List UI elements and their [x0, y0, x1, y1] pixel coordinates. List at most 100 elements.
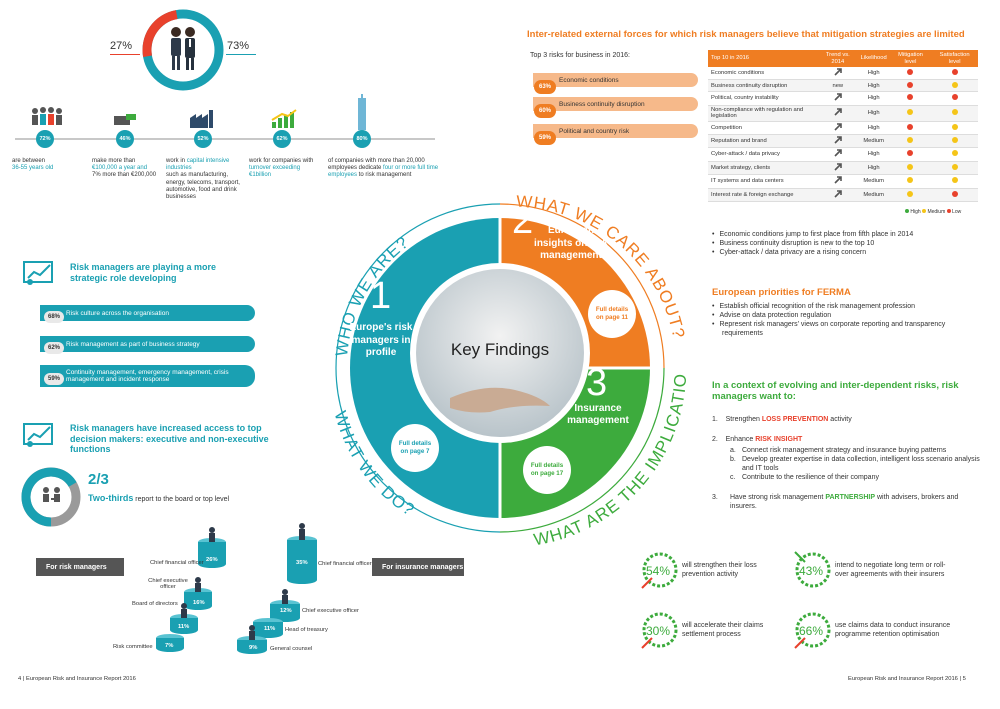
trend-cell [818, 134, 858, 149]
two-thirds-text: Two-thirds report to the board or top le… [88, 493, 230, 503]
status-dot-icon [907, 163, 914, 170]
stat-text-2: intend to negotiate long term or roll-ov… [835, 562, 946, 578]
satisfaction-cell [931, 147, 978, 162]
th-trend: Trend vs. 2014 [818, 50, 858, 67]
demo-dot-2: 46% [116, 130, 134, 148]
top3-pct-2: 60% [534, 104, 556, 118]
footer-left: 4 | European Risk and Insurance Report 2… [18, 676, 136, 682]
legend-medium: Medium [927, 209, 946, 215]
rm-label-board: Board of directors [132, 601, 178, 607]
access-title: Risk managers have increased access to t… [70, 423, 269, 454]
details-bubble-17[interactable]: Full details on page 17 [523, 446, 571, 494]
trend-cell: new [818, 79, 858, 93]
stat-pct-1: 54% [646, 564, 671, 578]
status-dot-icon [951, 81, 958, 88]
crowd-icon [30, 106, 64, 128]
legend-high: High [910, 209, 921, 215]
demo-dot-1: 72% [36, 130, 54, 148]
female-pct: 27% [110, 40, 133, 52]
trend-arrow-icon [834, 163, 842, 173]
trend-arrow-icon [834, 68, 842, 78]
stat-4: 66% use claims data to conduct insurance… [793, 610, 983, 650]
im-pct-ceo: 12% [280, 608, 292, 614]
trend-cell [818, 91, 858, 106]
stat-pct-2: 43% [799, 564, 824, 578]
want-1: 1. Strengthen LOSS PREVENTION activity [712, 416, 852, 423]
trend-cell [818, 188, 858, 203]
strategic-title: Risk managers are playing a more strateg… [70, 262, 217, 283]
status-dot-icon [951, 150, 958, 157]
trend-cell [818, 161, 858, 176]
mitigation-cell [889, 161, 932, 176]
mitigation-cell [889, 79, 932, 93]
ferma-bullet: Represent risk managers' views on corpor… [712, 320, 977, 338]
strategic-bar-3: Continuity management, emergency managem… [40, 365, 255, 387]
satisfaction-cell [931, 79, 978, 93]
top3-bar-3: Political and country risk [533, 124, 698, 138]
top3-bar-2: Business continuity disruption [533, 97, 698, 111]
satisfaction-cell [931, 161, 978, 176]
status-dot-icon [951, 190, 958, 197]
trend-cell [818, 67, 858, 81]
trend-arrow-icon [834, 122, 842, 133]
top3-pct-3: 59% [534, 131, 556, 145]
risk-name-cell: Cyber-attack / data privacy [708, 147, 818, 162]
org-chart-icon [43, 487, 60, 502]
risk-name-cell: Reputation and brand [708, 134, 818, 149]
female-line [110, 54, 140, 55]
mitigation-cell [889, 91, 932, 106]
rm-pct-committee: 7% [165, 643, 174, 649]
details-text-11: Full details on page 11 [595, 306, 629, 321]
context-title: In a context of evolving and inter-depen… [712, 380, 959, 402]
im-pct-treasury: 11% [264, 626, 276, 632]
trend-arrow-icon [834, 136, 842, 146]
strategic-pct-1: 68% [44, 311, 64, 323]
trend-cell [818, 105, 858, 122]
ferma-bullet: Advise on data protection regulation [712, 311, 977, 320]
stat-text-3: will accelerate their claims settlement … [682, 622, 764, 638]
stat-ring-66 [794, 612, 831, 649]
rm-pct-cfo: 26% [206, 557, 218, 563]
im-label-treasury: Head of treasury [285, 627, 328, 633]
pedestal-chart [156, 523, 317, 654]
growth-chart-icon [270, 108, 298, 130]
mitigation-cell [889, 121, 932, 136]
rm-pedestals [156, 538, 226, 652]
for-insurance-managers-tag: For insurance managers [372, 558, 464, 576]
status-dot-icon [951, 123, 958, 130]
two-thirds-fraction: 2/3 [88, 471, 109, 488]
wants-list: 1. Strengthen LOSS PREVENTION activity 2… [712, 415, 982, 511]
likelihood-cell: High [857, 121, 890, 136]
demo-dot-4: 62% [273, 130, 291, 148]
male-pct: 73% [227, 40, 250, 52]
status-dot-icon [951, 94, 958, 101]
risk-name-cell: Market strategy, clients [708, 161, 818, 176]
trend-cell [818, 121, 858, 136]
strategic-bar-1: Risk culture across the organisation [40, 305, 255, 321]
rm-pct-11: 11% [178, 624, 190, 630]
ferma-bullets: Establish official recognition of the ri… [712, 302, 977, 338]
key-findings-wheel: WHO WE ARE? WHAT WE CARE ABOUT? WHAT ARE… [300, 168, 689, 549]
details-text-7: Full details on page 7 [398, 440, 432, 455]
details-bubble-7[interactable]: Full details on page 7 [391, 424, 439, 472]
im-pct-cfo: 35% [296, 560, 308, 566]
th-risk: Top 10 in 2016 [708, 50, 818, 67]
details-bubble-11[interactable]: Full details on page 11 [588, 290, 636, 338]
center-title: Key Findings [450, 340, 550, 359]
risk-bullets: Economic conditions jump to first place … [712, 230, 982, 257]
stat-2: 43% intend to negotiate long term or rol… [793, 550, 983, 590]
trend-cell [818, 147, 858, 162]
likelihood-cell: High [857, 105, 890, 122]
top10-row: Non-compliance with regulation and legis… [708, 105, 978, 122]
status-dot-icon [951, 109, 958, 116]
likelihood-cell: High [857, 161, 890, 176]
rm-pct-board: 16% [193, 600, 205, 606]
strategy-icon [22, 258, 58, 286]
th-satisfaction: Satisfaction level [931, 50, 978, 67]
